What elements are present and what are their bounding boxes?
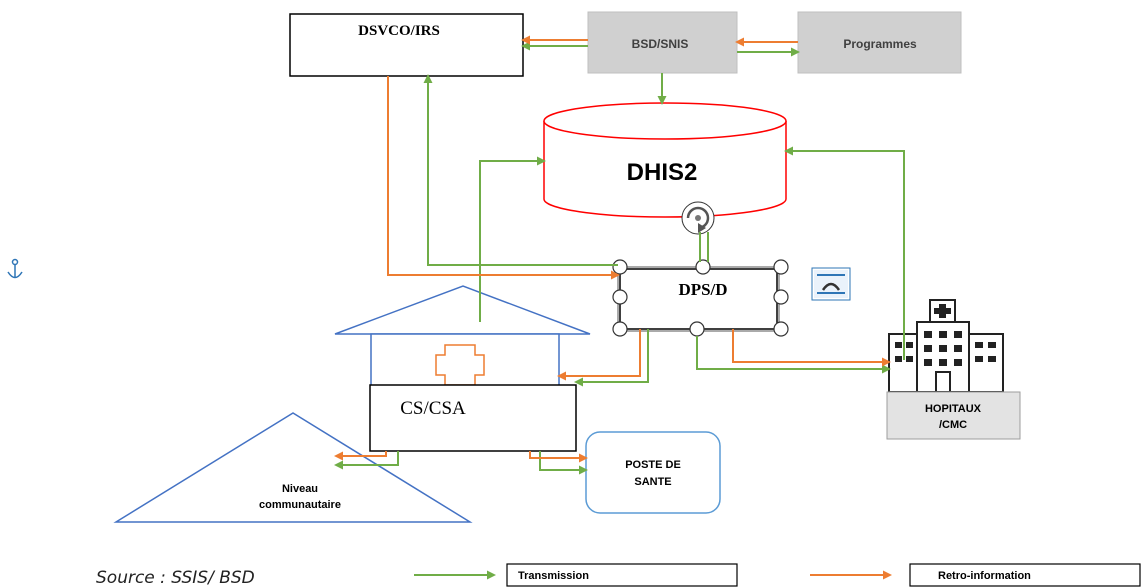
dps-box[interactable]: DPS/D	[612, 259, 789, 337]
anchor-icon[interactable]	[7, 258, 23, 279]
programmes-label: Programmes	[843, 37, 917, 51]
poste-de-sante-box[interactable]: POSTE DE SANTE	[585, 431, 721, 514]
retro-dsvco-to-dps	[387, 76, 620, 280]
poste-line1: POSTE DE	[625, 459, 681, 471]
arrow-dps-to-hospital	[696, 336, 891, 374]
refresh-icon[interactable]	[681, 201, 715, 235]
dps-label: DPS/D	[678, 280, 727, 299]
retro-information-arrows	[334, 35, 891, 463]
retro-dps-to-cs	[557, 329, 641, 381]
cs-csa-label: CS/CSA	[400, 398, 466, 419]
legend-transmission-label: Transmission	[518, 570, 589, 582]
niveau-line2: communautaire	[259, 499, 341, 511]
arrow-hospital-to-dhis2	[784, 146, 905, 360]
hospital-icon	[888, 299, 1004, 393]
hopitaux-line1: HOPITAUX	[925, 403, 982, 415]
poste-line2: SANTE	[634, 476, 671, 488]
dhis2-database[interactable]: DHIS2	[543, 102, 787, 218]
dsvco-box[interactable]: DSVCO/IRS	[289, 13, 524, 77]
bsd-snis-label: BSD/SNIS	[632, 37, 689, 51]
legend-retro-label: Retro-information	[938, 570, 1031, 582]
arrow-cs-to-poste	[539, 451, 588, 475]
selection-handles[interactable]	[612, 259, 789, 337]
hopitaux-cmc[interactable]: HOPITAUX /CMC	[886, 299, 1021, 440]
cs-csa-box[interactable]: CS/CSA	[369, 384, 577, 452]
hopitaux-line2: /CMC	[939, 419, 967, 431]
retro-cs-to-community	[334, 451, 387, 461]
source-caption: Source : SSIS/ BSD	[96, 568, 255, 587]
legend: Source : SSIS/ BSD Transmission Retro-in…	[96, 563, 1141, 587]
arrow-dps-to-cs	[574, 329, 649, 387]
text-wrap-icon[interactable]	[811, 267, 851, 301]
dhis2-label: DHIS2	[627, 159, 698, 186]
bsd-snis-box[interactable]: BSD/SNIS	[587, 11, 738, 74]
retro-cs-to-poste	[529, 451, 588, 463]
arrow-cs-to-dhis2	[479, 156, 546, 322]
niveau-line1: Niveau	[282, 483, 318, 495]
retro-dps-to-hospital	[732, 329, 891, 367]
legend-transmission-box	[506, 563, 738, 587]
arrow-cs-to-community	[334, 451, 399, 470]
community-triangle[interactable]: Niveau communautaire	[113, 412, 473, 523]
programmes-box[interactable]: Programmes	[797, 11, 962, 74]
dsvco-label: DSVCO/IRS	[358, 23, 440, 39]
arrow-dps-to-dsvco	[423, 74, 618, 266]
transmission-arrows	[334, 41, 905, 475]
legend-retro-box	[909, 563, 1141, 587]
